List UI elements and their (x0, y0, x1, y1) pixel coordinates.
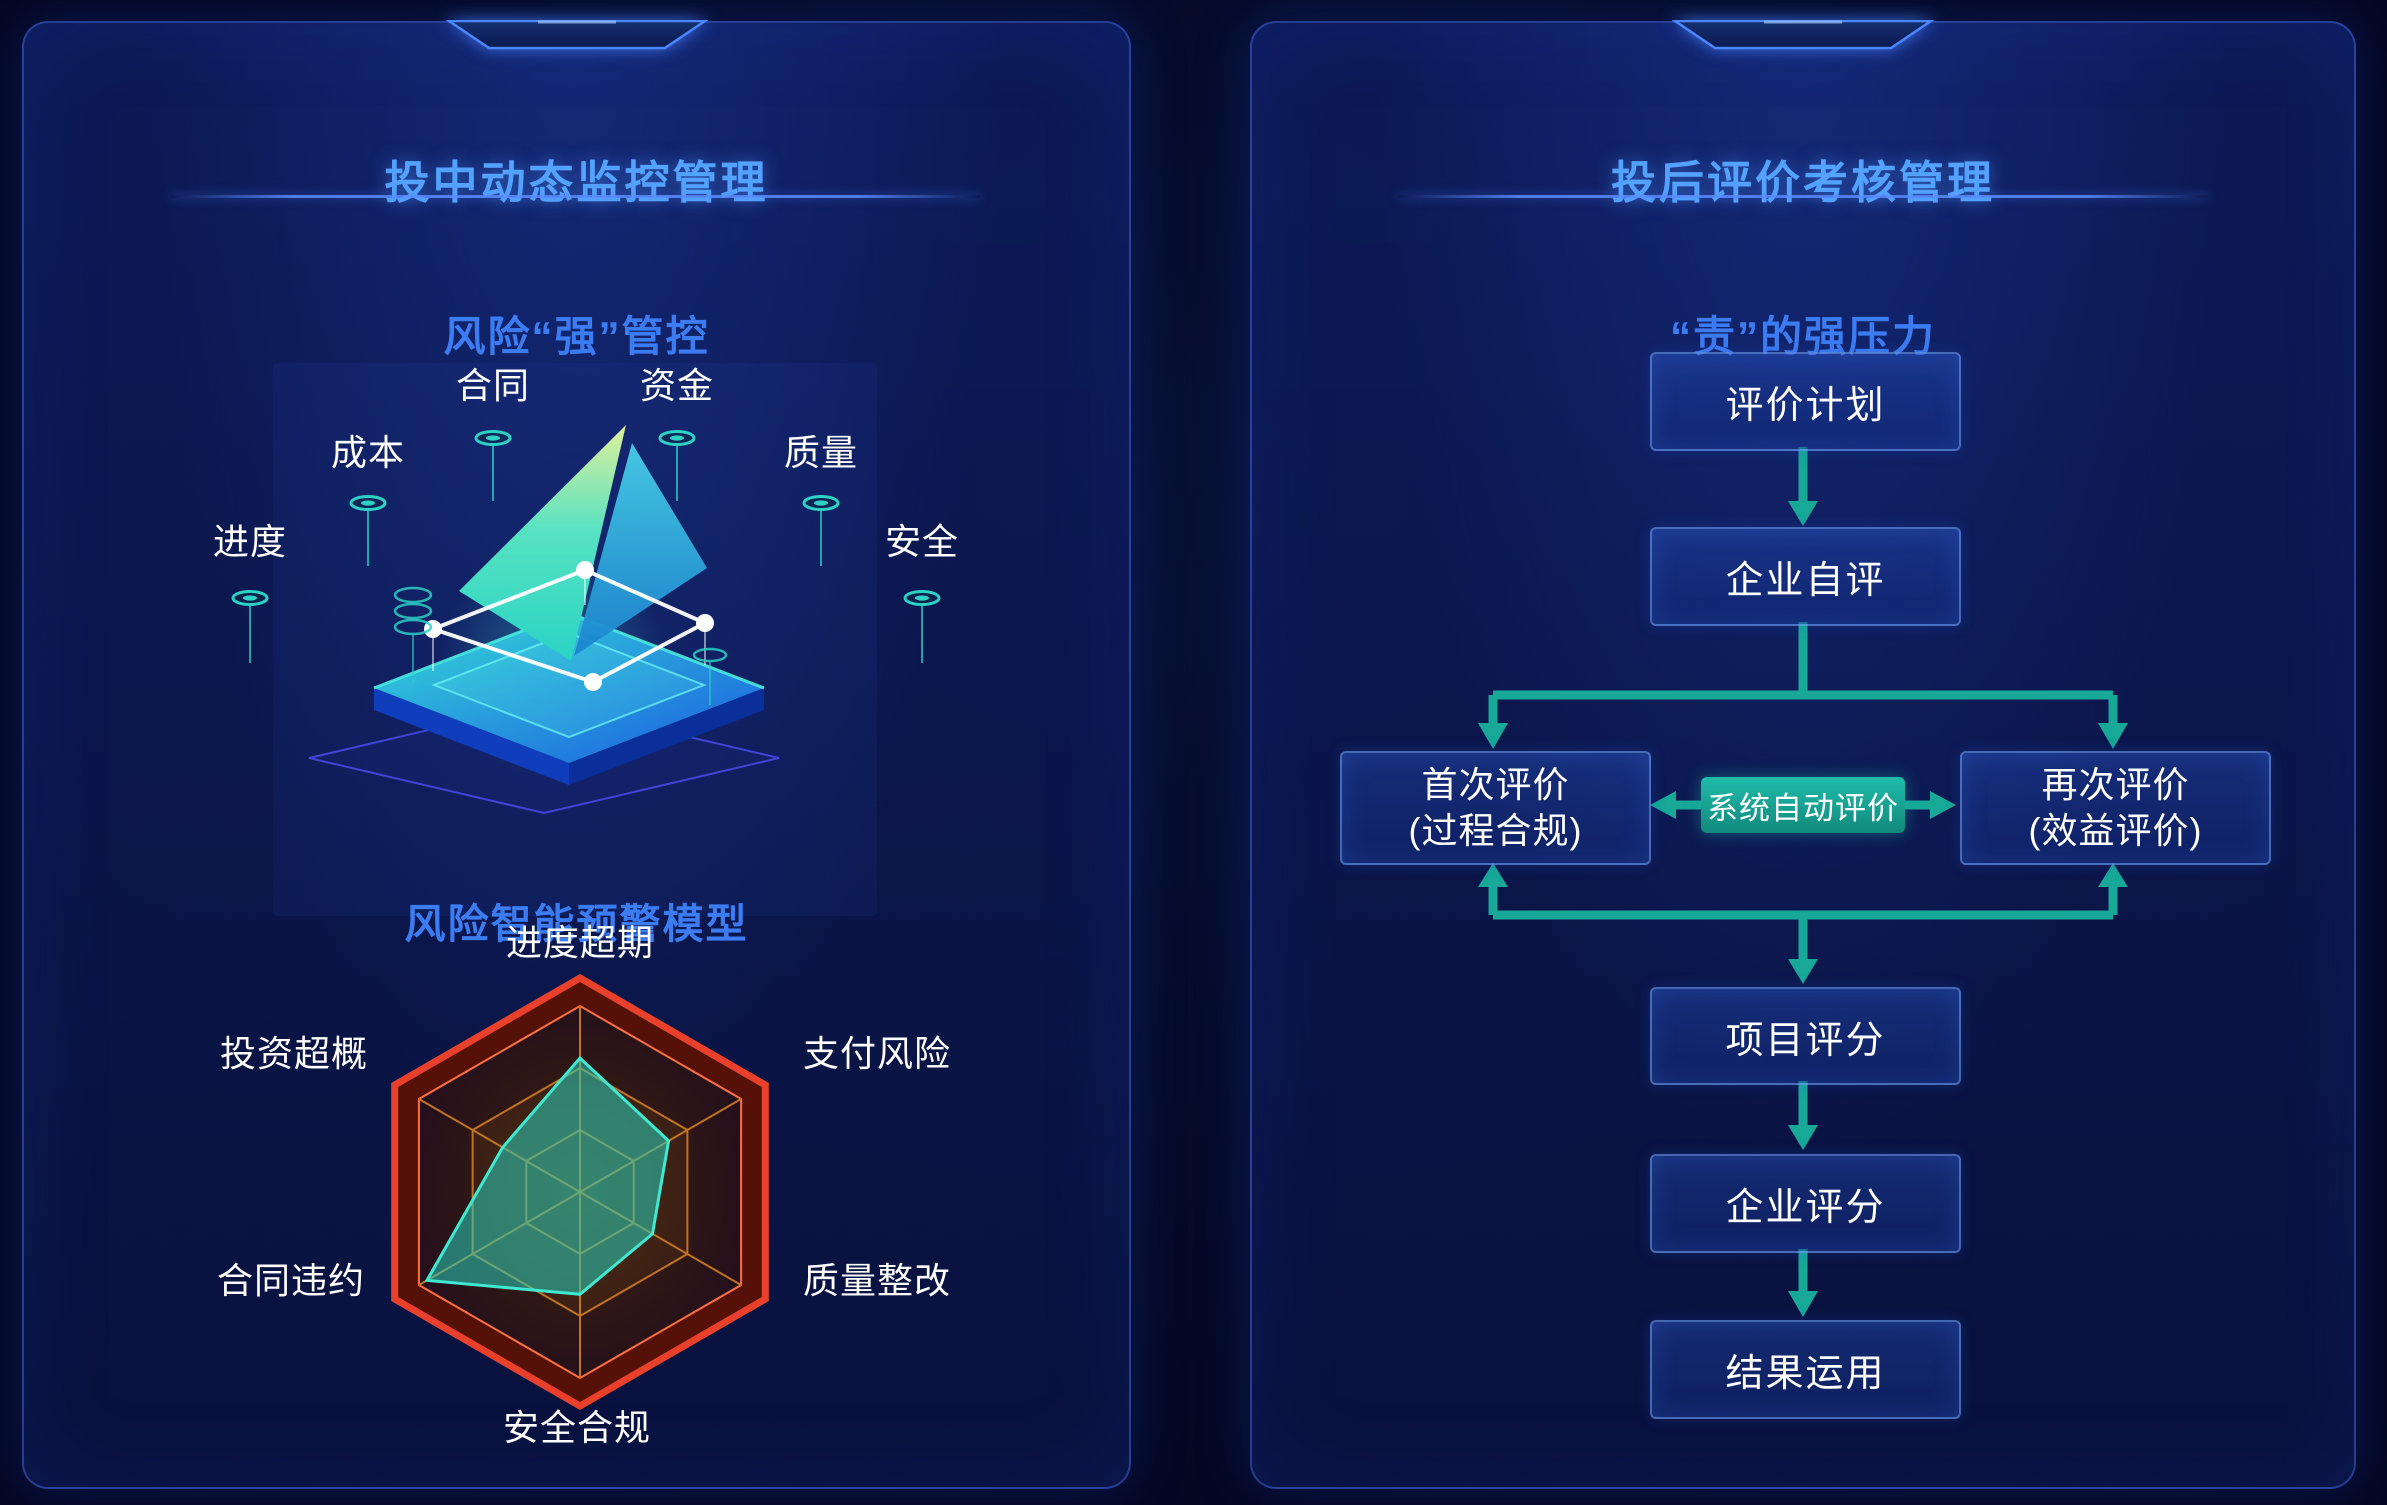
panel-tab-shape (1670, 19, 1936, 50)
ring-stack-left (393, 586, 433, 683)
ring-stack-right (692, 647, 728, 705)
flow-node-re-evaluation: 再次评价 (效益评价) (1960, 751, 2271, 865)
flow-node-enterprise-score: 企业评分 (1650, 1154, 1961, 1253)
pin-cost (349, 495, 387, 566)
radar-axis-label-payment-risk: 支付风险 (802, 1033, 952, 1074)
radar-data-polygon (424, 1055, 671, 1296)
radar-axis-label-contract-breach: 合同违约 (216, 1260, 366, 1301)
radar-axis-label-safety-compliance: 安全合规 (502, 1407, 652, 1448)
dimension-pins (231, 430, 941, 705)
flow-node-label: 结果运用 (1725, 1353, 1886, 1395)
panel-top-tab (1670, 19, 1936, 55)
pin-contract (474, 430, 512, 501)
right-panel-post-investment-evaluation: 投后评价考核管理 “责”的强压力 (1250, 19, 2356, 1489)
risk-radar-chart (391, 973, 769, 1411)
flow-node-sublabel: (效益评价) (2028, 810, 2203, 851)
radar-model-title: 风险智能预警模型 (404, 901, 749, 947)
risk-control-illustration (231, 425, 941, 815)
title-divider (170, 195, 980, 198)
network-nodes (424, 561, 714, 691)
left-panel-in-investment-monitoring: 投中动态监控管理 风险“强”管控 合同 资金 成本 质量 进度 安全 (22, 19, 1131, 1489)
right-panel-title: 投后评价考核管理 (1610, 157, 1995, 209)
flow-node-label: 企业自评 (1725, 560, 1886, 602)
flow-node-first-evaluation: 首次评价 (过程合规) (1340, 751, 1651, 865)
flow-arrows (1478, 447, 2128, 1317)
pin-quality (802, 495, 840, 566)
arrow-heads (1478, 501, 2128, 1317)
dimension-label-progress: 进度 (212, 521, 288, 562)
flow-pill-label: 系统自动评价 (1707, 790, 1899, 826)
title-divider (1398, 195, 2208, 198)
dimension-label-quality: 质量 (783, 432, 859, 473)
dimension-label-funds: 资金 (639, 365, 715, 406)
dimension-label-cost: 成本 (330, 432, 406, 473)
panel-top-tab (444, 19, 709, 55)
pin-progress (231, 590, 269, 663)
left-panel-subtitle: 风险“强”管控 (443, 313, 710, 360)
flow-node-label: 首次评价 (1421, 763, 1570, 805)
dimension-label-safety: 安全 (884, 521, 960, 562)
flow-node-label: 企业评分 (1725, 1187, 1886, 1229)
left-panel-title: 投中动态监控管理 (384, 157, 769, 209)
flow-node-label: 评价计划 (1725, 385, 1886, 427)
radar-axis-label-progress-overdue: 进度超期 (505, 922, 655, 963)
flow-node-label: 再次评价 (2041, 763, 2190, 805)
flow-node-enterprise-self-evaluation: 企业自评 (1650, 527, 1961, 626)
flow-node-project-score: 项目评分 (1650, 987, 1961, 1085)
radar-axis-label-investment-overrun: 投资超概 (219, 1033, 369, 1074)
pin-funds (658, 430, 696, 501)
flow-node-result-application: 结果运用 (1650, 1320, 1961, 1419)
auto-evaluation-pill: 系统自动评价 (1701, 777, 1905, 833)
pin-safety (903, 590, 941, 663)
flow-node-evaluation-plan: 评价计划 (1650, 352, 1961, 451)
flow-node-label: 项目评分 (1725, 1019, 1886, 1062)
dimension-label-contract: 合同 (455, 365, 531, 406)
radar-axis-label-quality-rectification: 质量整改 (802, 1260, 952, 1301)
panel-tab-shape (444, 19, 709, 50)
flow-node-sublabel: (过程合规) (1408, 810, 1583, 851)
